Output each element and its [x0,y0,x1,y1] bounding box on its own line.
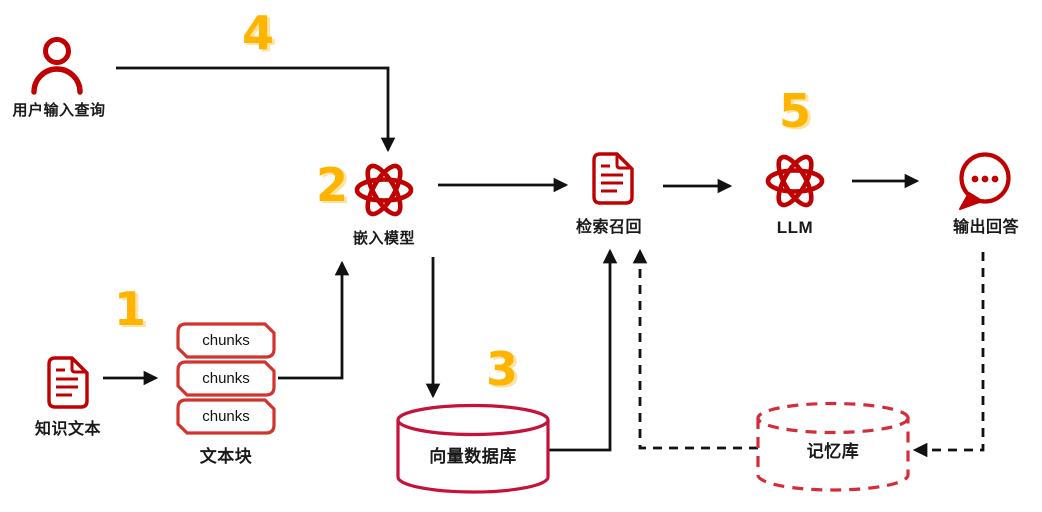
user-node-label: 用户输入查询 [12,102,106,119]
edge-vectordb-to-retrieval [548,248,618,452]
step-number-1: 1 [113,282,146,336]
chunk-item-2: chunks [202,370,250,387]
knowledge-node-label: 知识文本 [34,421,101,438]
step-number-5: 5 [778,84,811,138]
edge-output-to-memory [912,252,985,458]
step-number-3: 3 [485,342,518,396]
chunk-item-3: chunks [202,408,250,425]
retrieval-node-label: 检索召回 [575,219,642,236]
llm-atom-icon [768,152,822,209]
memory-cylinder [756,401,910,492]
person-icon [31,37,83,95]
chunk-item-1: chunks [202,332,250,349]
knowledge-document-icon [47,356,89,409]
output-node-label: 输出回答 [952,219,1019,236]
step-number-4: 4 [241,6,274,60]
vector-db-cylinder [396,403,550,494]
edge-memory-to-retrieval [632,248,758,450]
memory-node-label: 记忆库 [806,442,860,461]
retrieval-document-icon [592,152,634,205]
edge-chunks-to-embedding [278,260,350,380]
embedding-atom-icon [357,161,411,218]
edge-user-to-embedding [116,66,396,153]
vector-db-node-label: 向量数据库 [429,447,517,466]
step-number-2: 2 [315,158,348,212]
llm-node-label: LLM [776,218,814,237]
chunks-node-label: 文本块 [199,447,253,466]
embedding-node-label: 嵌入模型 [352,230,415,247]
speech-bubble-icon [959,152,1011,210]
chunk-box-shapes [176,322,276,435]
